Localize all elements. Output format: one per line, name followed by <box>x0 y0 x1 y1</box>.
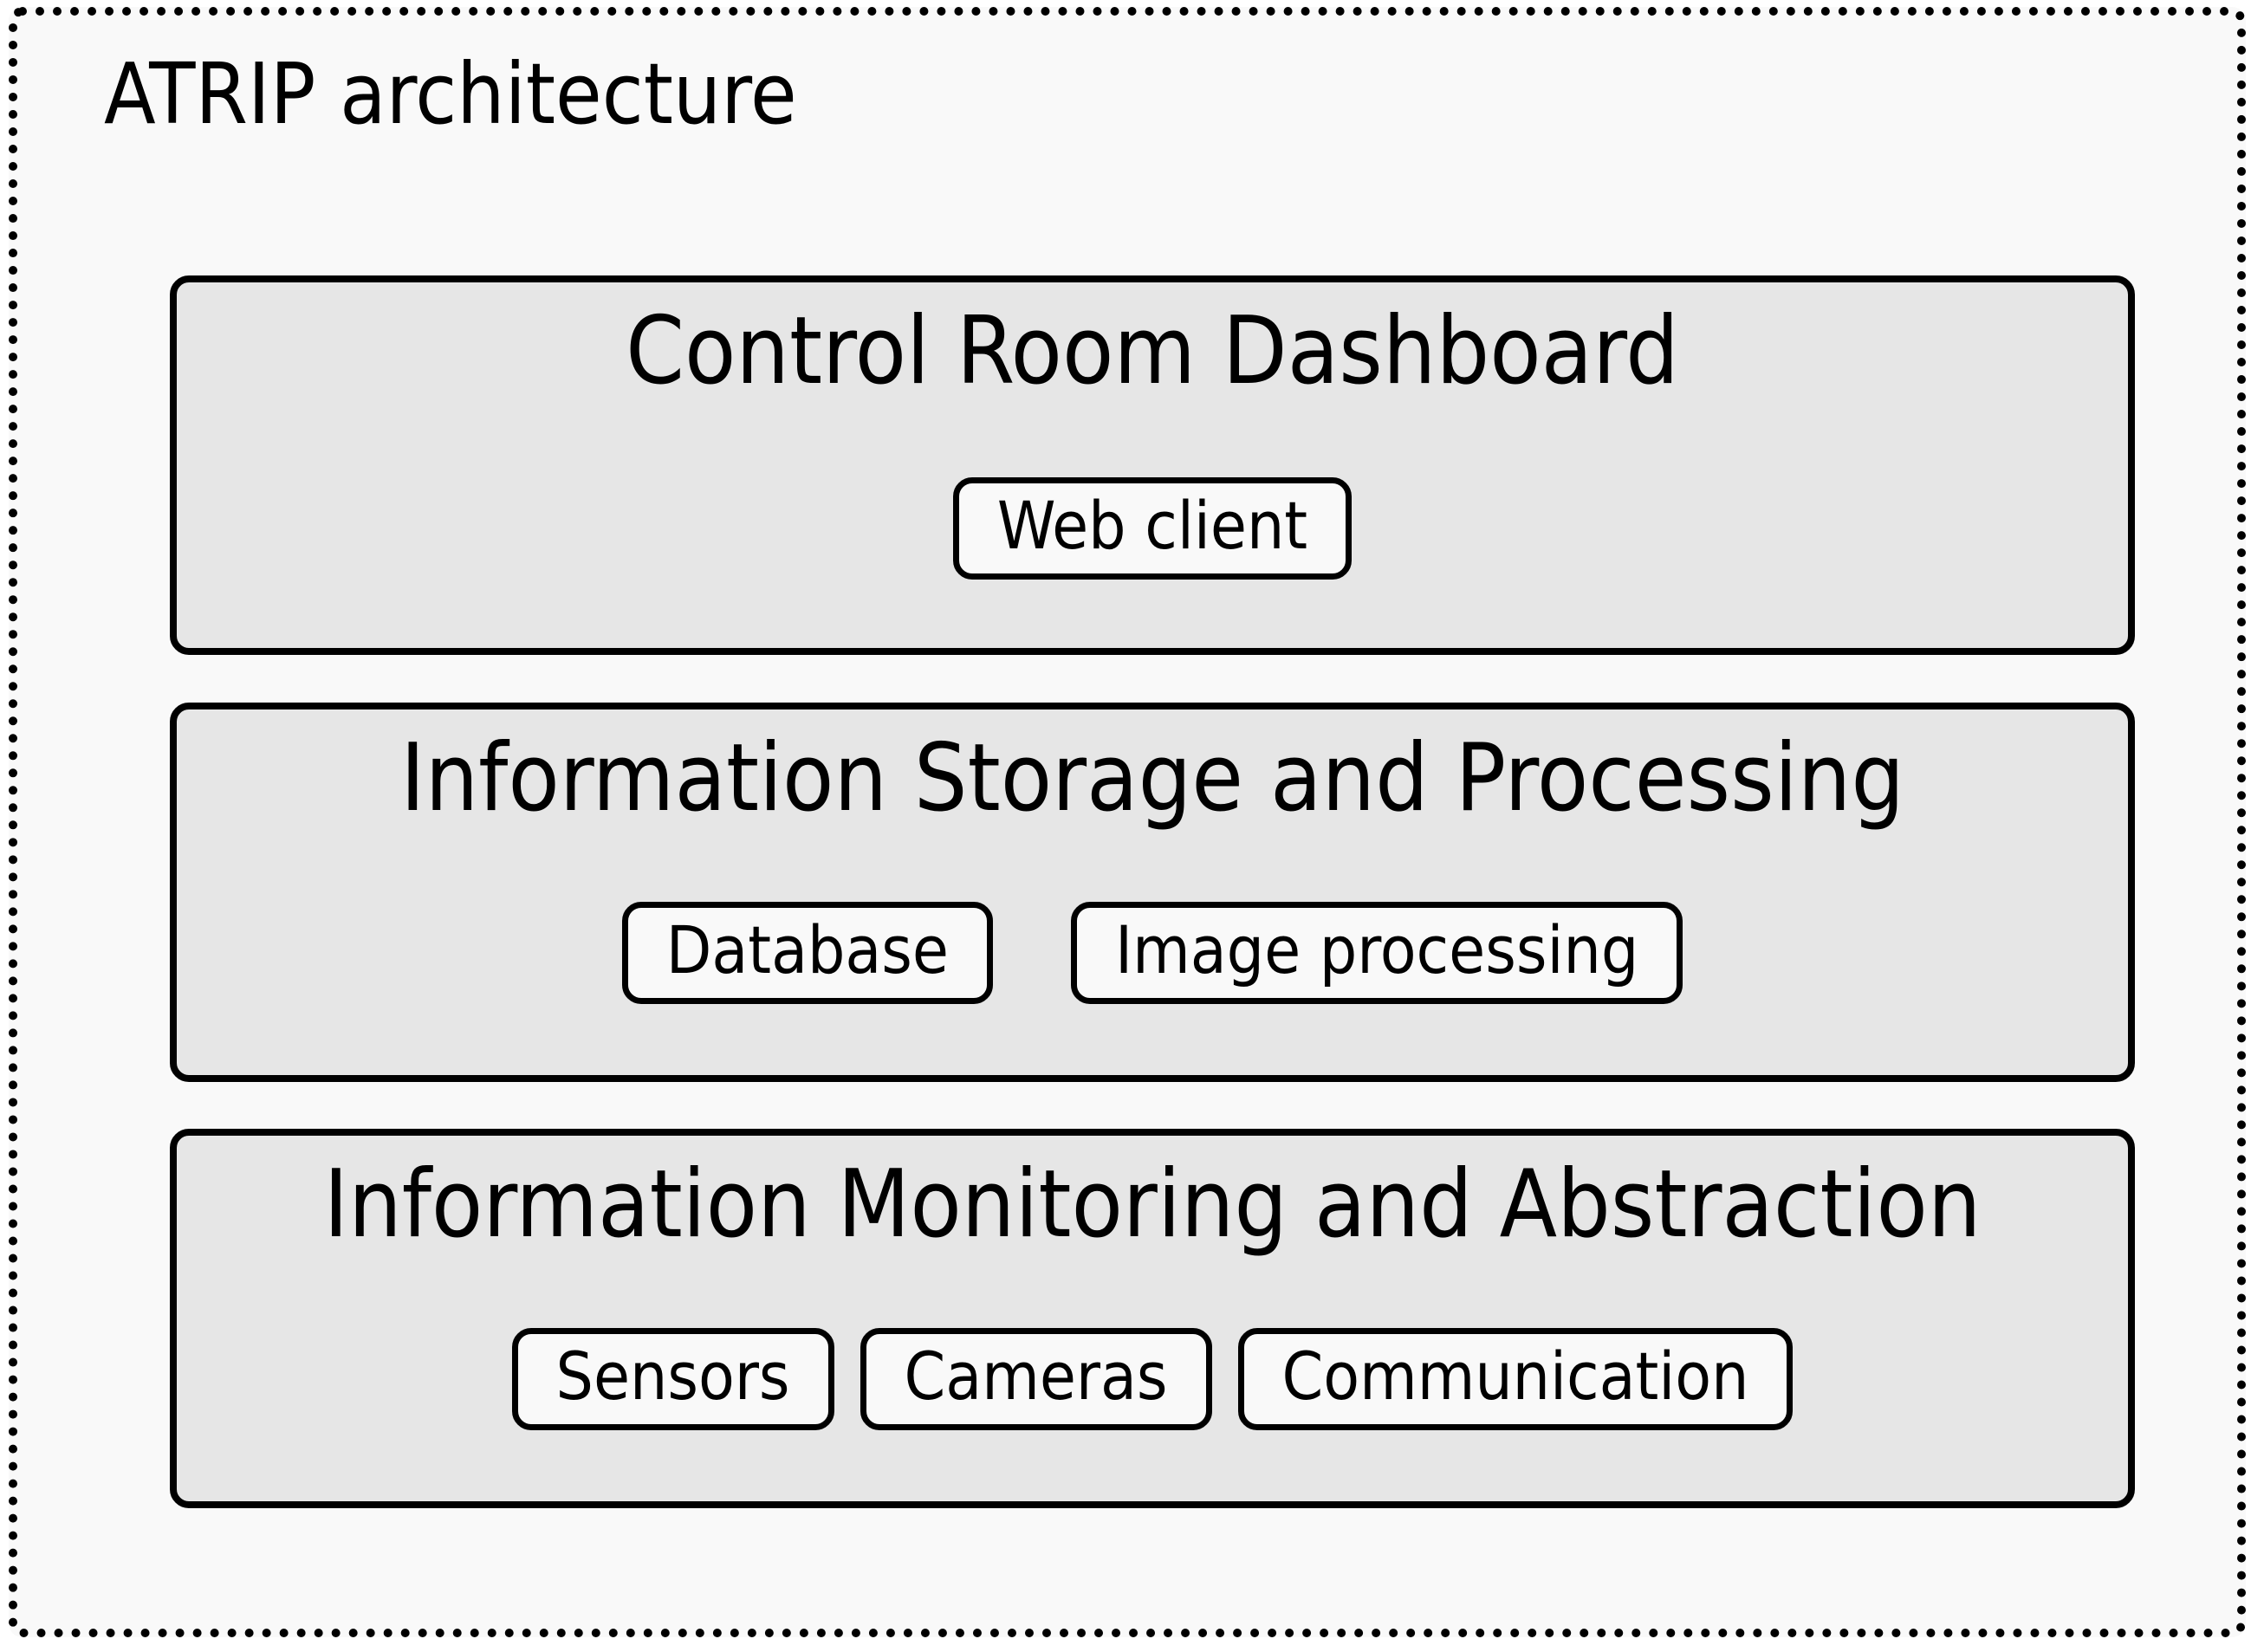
layer-title: Information Storage and Processing <box>399 724 1905 832</box>
layer-information-monitoring-and-abstraction: Information Monitoring and Abstraction S… <box>170 1129 2135 1508</box>
diagram-title: ATRIP architecture <box>104 45 797 143</box>
component-cameras[interactable]: Cameras <box>860 1328 1212 1430</box>
layer-control-room-dashboard: Control Room Dashboard Web client <box>170 275 2135 655</box>
diagram-outer-frame: ATRIP architecture Control Room Dashboar… <box>9 7 2246 1637</box>
component-label: Cameras <box>904 1338 1168 1415</box>
component-label: Database <box>665 911 950 988</box>
layer-title: Control Room Dashboard <box>626 297 1679 405</box>
component-database[interactable]: Database <box>621 902 994 1004</box>
component-label: Sensors <box>555 1338 790 1415</box>
component-sensors[interactable]: Sensors <box>511 1328 834 1430</box>
component-row: Web client <box>177 477 2128 580</box>
component-label: Image processing <box>1115 911 1639 988</box>
component-label: Web client <box>996 487 1308 564</box>
component-web-client[interactable]: Web client <box>952 477 1353 580</box>
component-row: Database Image processing <box>177 902 2128 1004</box>
component-label: Communication <box>1281 1338 1749 1415</box>
layer-title: Information Monitoring and Abstraction <box>323 1150 1982 1259</box>
component-communication[interactable]: Communication <box>1237 1328 1794 1430</box>
component-row: Sensors Cameras Communication <box>177 1328 2128 1430</box>
layer-information-storage-and-processing: Information Storage and Processing Datab… <box>170 703 2135 1082</box>
component-image-processing[interactable]: Image processing <box>1071 902 1683 1004</box>
